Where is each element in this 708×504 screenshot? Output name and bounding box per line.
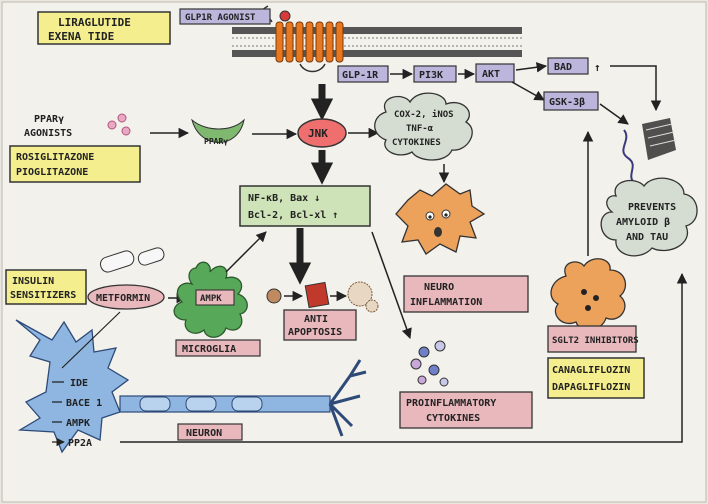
diagram-label: PREVENTS bbox=[628, 202, 676, 213]
diagram-label: GLP-1R bbox=[342, 70, 379, 81]
amyloid-tau-illustration bbox=[622, 118, 677, 185]
node-bad: BAD ↑ bbox=[547, 57, 601, 75]
inflammatory-mediators-cloud: COX-2, iNOS TNF-α CYTOKINES bbox=[374, 92, 473, 161]
rosiglitazone-label: ROSIGLITAZONE bbox=[16, 152, 94, 163]
node-glp1r: GLP-1R bbox=[337, 65, 389, 83]
diagram-label: Bcl-2, Bcl-xl ↑ bbox=[248, 210, 338, 221]
neuron-label-box: NEURON bbox=[177, 423, 243, 441]
liraglutide-label: LIRAGLUTIDE bbox=[58, 16, 131, 29]
diagram-label: COX-2, iNOS bbox=[394, 109, 454, 120]
diagram-label: CYTOKINES bbox=[392, 138, 441, 148]
diagram-label: PPARγ bbox=[34, 114, 64, 125]
glp1-analogs-box: LIRAGLUTIDE EXENA TIDE bbox=[37, 11, 171, 45]
diagram-label: PP2A bbox=[68, 438, 92, 449]
diagram-label: TNF-α bbox=[406, 124, 434, 134]
ampk-label: AMPK bbox=[200, 294, 222, 304]
canagliflozin-label: CANAGLIFLOZIN bbox=[552, 365, 630, 376]
glp1-receptor bbox=[260, 5, 344, 73]
diagram-label: AKT bbox=[482, 69, 500, 80]
diagram-label: ↑ bbox=[594, 61, 601, 74]
diagram-label: CYTOKINES bbox=[426, 413, 480, 424]
outcome-cloud: PREVENTS AMYLOID β AND TAU bbox=[600, 177, 698, 257]
diagram-label: BAD bbox=[554, 62, 572, 73]
proinflammatory-cytokines-box: PROINFLAMMATORY CYTOKINES bbox=[399, 391, 533, 429]
diagram-label: JNK bbox=[308, 127, 328, 140]
diagram-label: AMPK bbox=[66, 418, 90, 429]
ppar-receptor: PPARγ bbox=[191, 118, 245, 146]
neuroinflammation-label-box: NEURO INFLAMMATION bbox=[403, 275, 529, 313]
diagram-label: APOPTOSIS bbox=[288, 327, 342, 338]
diagram-label: NF-κB, Bax ↓ bbox=[248, 193, 320, 204]
diagram-label: MICROGLIA bbox=[182, 344, 236, 355]
diagram-label: AND TAU bbox=[626, 232, 668, 243]
diagram-label: SGLT2 INHIBITORS bbox=[552, 336, 639, 346]
diagram-label: AGONISTS bbox=[24, 128, 72, 139]
diagram-label: PPARγ bbox=[204, 137, 228, 146]
diagram-label: AMYLOID β bbox=[616, 217, 670, 228]
node-pi3k: PI3K bbox=[413, 65, 457, 83]
node-jnk: JNK bbox=[297, 118, 347, 148]
sglt2-drugs-box: CANAGLIFLOZIN DAPAGLIFLOZIN bbox=[547, 357, 645, 399]
diagram-label: ANTI bbox=[304, 314, 328, 325]
sglt2-inhibitors-box: SGLT2 INHIBITORS bbox=[547, 325, 639, 353]
diagram-label: METFORMIN bbox=[96, 293, 150, 304]
cytokine-cluster bbox=[410, 340, 449, 387]
glp1r-agonist-label: GLP1R AGONIST bbox=[185, 13, 256, 23]
diagram-label: BACE 1 bbox=[66, 398, 102, 409]
diagram-label: PI3K bbox=[419, 70, 443, 81]
diagram-label: INFLAMMATION bbox=[410, 297, 482, 308]
diagram-label: IDE bbox=[70, 378, 88, 389]
sglt2-cell bbox=[550, 258, 627, 331]
apoptosis-markers-box: NF-κB, Bax ↓ Bcl-2, Bcl-xl ↑ bbox=[239, 185, 371, 227]
diagram-label: NEURO bbox=[424, 282, 454, 293]
anti-apoptosis: ANTI APOPTOSIS bbox=[266, 281, 379, 341]
exenatide-label: EXENA TIDE bbox=[48, 30, 114, 43]
diagram-label: NEURON bbox=[186, 428, 222, 439]
microglia-cell: AMPK bbox=[173, 261, 248, 338]
insulin-sensitizers-box: INSULIN SENSITIZERS bbox=[5, 269, 87, 305]
microglia-label-box: MICROGLIA bbox=[175, 339, 261, 357]
pioglitazone-label: PIOGLITAZONE bbox=[16, 167, 88, 178]
neuron-targets: IDE BACE 1 AMPK PP2A bbox=[52, 378, 102, 449]
diagram-label: GSK-3β bbox=[549, 97, 585, 108]
neuron-cell bbox=[15, 319, 367, 454]
ppar-agonists: PPARγ AGONISTS ROSIGLITAZONE PIOGLITAZON… bbox=[9, 113, 141, 183]
metformin-label: METFORMIN bbox=[87, 284, 165, 310]
glp1r-agonist-tag: GLP1R AGONIST bbox=[179, 8, 291, 25]
dapagliflozin-label: DAPAGLIFLOZIN bbox=[552, 382, 630, 393]
metformin-pills bbox=[99, 247, 165, 273]
node-akt: AKT bbox=[475, 63, 515, 83]
node-gsk3b: GSK-3β bbox=[543, 91, 599, 111]
diagram-label: INSULIN bbox=[12, 276, 54, 287]
diagram-label: PROINFLAMMATORY bbox=[406, 398, 496, 409]
neuroinflammation-cell bbox=[395, 183, 486, 255]
diagram-label: SENSITIZERS bbox=[10, 290, 76, 301]
